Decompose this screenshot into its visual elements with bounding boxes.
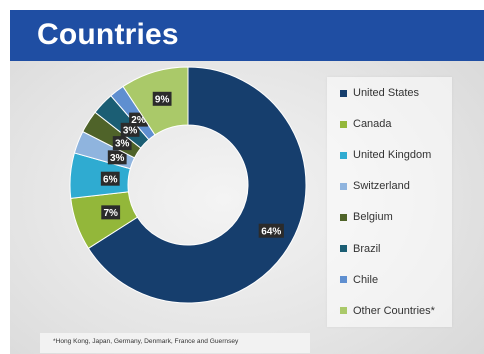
legend-label: Chile <box>353 273 379 286</box>
legend-item: Chile <box>340 272 378 288</box>
legend-swatch <box>340 213 347 221</box>
legend-label: Canada <box>353 118 392 131</box>
data-label-text: 7% <box>103 208 118 219</box>
legend-swatch <box>340 307 347 315</box>
data-label-box <box>100 171 120 186</box>
title-bar: Countries <box>10 10 484 61</box>
legend-swatch <box>340 151 347 159</box>
data-label-7: 9% <box>152 91 172 106</box>
slice-united-states <box>87 66 307 304</box>
data-label-text: 3% <box>123 125 138 136</box>
legend-swatch <box>340 89 347 97</box>
legend-item: Brazil <box>340 241 381 257</box>
legend-swatch <box>340 245 347 252</box>
legend-item: Belgium <box>340 209 393 225</box>
legend-swatch <box>340 276 347 284</box>
data-label-3: 3% <box>107 150 127 165</box>
legend-label: Switzerland <box>353 180 410 193</box>
data-label-0: 64% <box>258 223 284 238</box>
legend-swatch <box>340 182 347 190</box>
legend-item: Canada <box>340 116 392 132</box>
legend-item: United Kingdom <box>340 147 431 163</box>
footnote-text: *Hong Kong, Japan, Germany, Denmark, Fra… <box>53 338 239 345</box>
data-label-4: 3% <box>112 136 132 151</box>
data-label-box <box>112 136 132 151</box>
legend-label: United States <box>353 87 420 99</box>
slide-title: Countries <box>37 18 179 51</box>
data-label-text: 2% <box>131 115 146 126</box>
data-label-text: 64% <box>261 226 281 237</box>
data-label-2: 6% <box>100 171 120 186</box>
data-label-text: 9% <box>155 94 170 105</box>
legend-swatch <box>340 120 347 128</box>
data-label-box <box>258 223 284 238</box>
data-label-text: 3% <box>115 139 130 150</box>
legend-item: Switzerland <box>340 178 410 194</box>
data-label-box <box>152 91 172 106</box>
donut-chart: 64%7%6%3%3%3%2%9% <box>69 66 307 304</box>
footnote-box: *Hong Kong, Japan, Germany, Denmark, Fra… <box>40 333 310 353</box>
data-label-box <box>101 205 121 220</box>
legend-label: Other Countries* <box>353 304 435 317</box>
data-label-text: 3% <box>110 153 125 164</box>
legend-label: Belgium <box>353 211 393 224</box>
legend-label: Brazil <box>353 242 381 255</box>
data-label-box <box>107 150 127 165</box>
slide: Countries 64%7%6%3%3%3%2%9% United State… <box>10 10 484 354</box>
legend-label: United Kingdom <box>353 149 432 162</box>
legend-item: Other Countries* <box>340 303 435 319</box>
data-label-text: 6% <box>103 174 118 185</box>
data-label-1: 7% <box>101 205 121 220</box>
legend-item: United States <box>340 85 419 101</box>
